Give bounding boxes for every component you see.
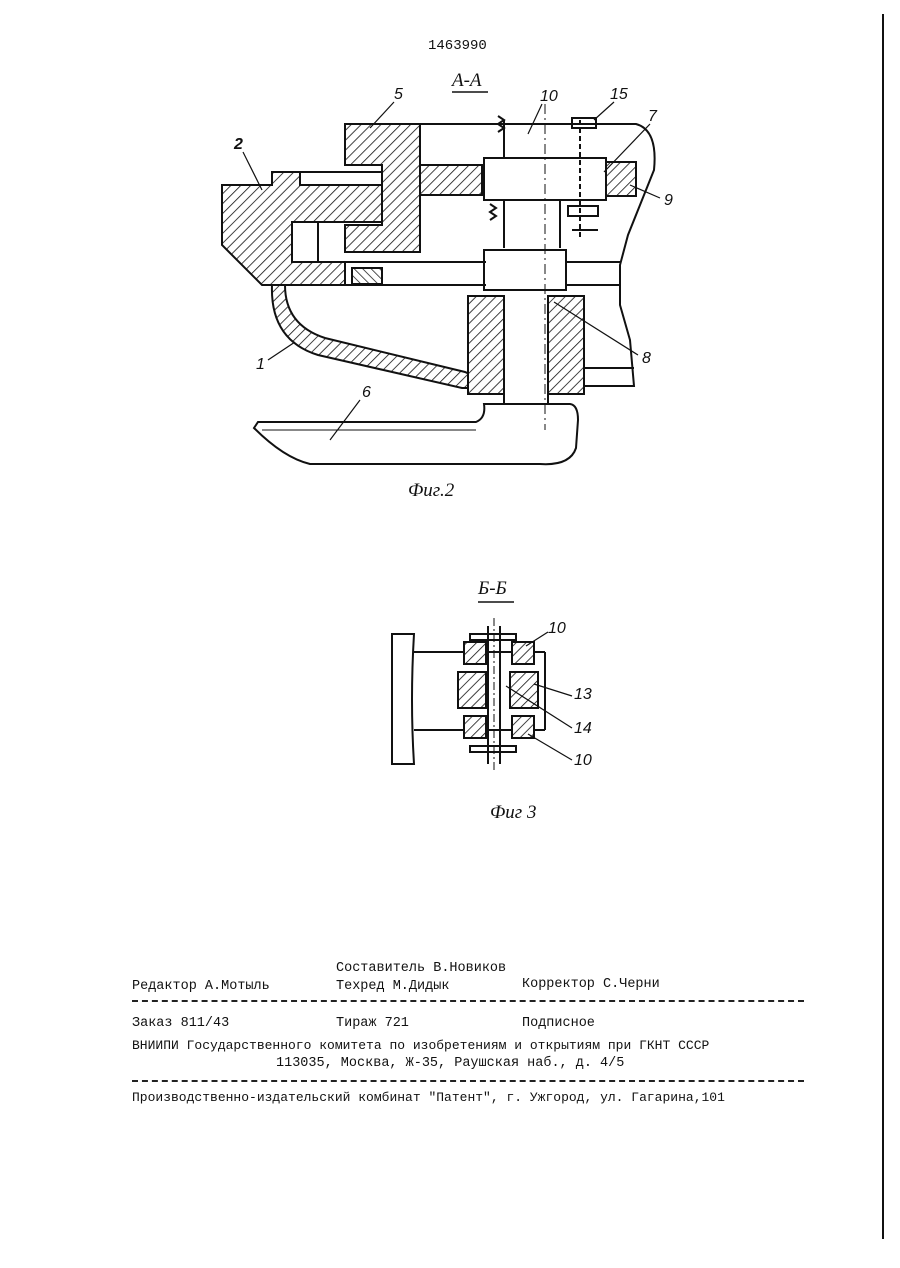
fig2-section-label: A-A (452, 70, 482, 92)
imprint-order: Заказ 811/43 (132, 1016, 229, 1031)
imprint-org-line: ВНИИПИ Государственного комитета по изоб… (132, 1038, 709, 1053)
fig2-label-7: 7 (648, 108, 657, 126)
imprint-circulation: Тираж 721 (336, 1016, 409, 1031)
fig2-label-1: 1 (256, 356, 265, 374)
fig2-label-6: 6 (362, 384, 371, 402)
imprint-techred: Техред М.Дидык (336, 979, 449, 994)
fig3-label-10-bottom: 10 (574, 752, 592, 770)
imprint-editor: Редактор А.Мотыль (132, 979, 270, 994)
fig2-label-5: 5 (394, 86, 403, 104)
imprint-corrector: Корректор С.Черни (522, 977, 660, 992)
fig2-label-10: 10 (540, 88, 558, 106)
fig3-label-10-top: 10 (548, 620, 566, 638)
fig3-label-13: 13 (574, 686, 592, 704)
imprint-divider-2 (132, 1080, 804, 1082)
fig3-label-14: 14 (574, 720, 592, 738)
fig2-label-9: 9 (664, 192, 673, 210)
fig3-section-label: Б-Б (478, 578, 507, 600)
fig2-label-15: 15 (610, 86, 628, 104)
imprint-subscription: Подписное (522, 1016, 595, 1031)
imprint-compiler: Составитель В.Новиков (336, 961, 506, 976)
fig3-caption: Фиг 3 (490, 802, 536, 824)
fig2-label-8: 8 (642, 350, 651, 368)
fig2-caption: Фиг.2 (408, 480, 454, 502)
imprint-address: 113035, Москва, Ж-35, Раушская наб., д. … (276, 1056, 624, 1071)
fig2-label-2: 2 (234, 136, 243, 154)
imprint-publisher: Производственно-издательский комбинат "П… (132, 1090, 725, 1105)
imprint-divider-1 (132, 1000, 804, 1002)
